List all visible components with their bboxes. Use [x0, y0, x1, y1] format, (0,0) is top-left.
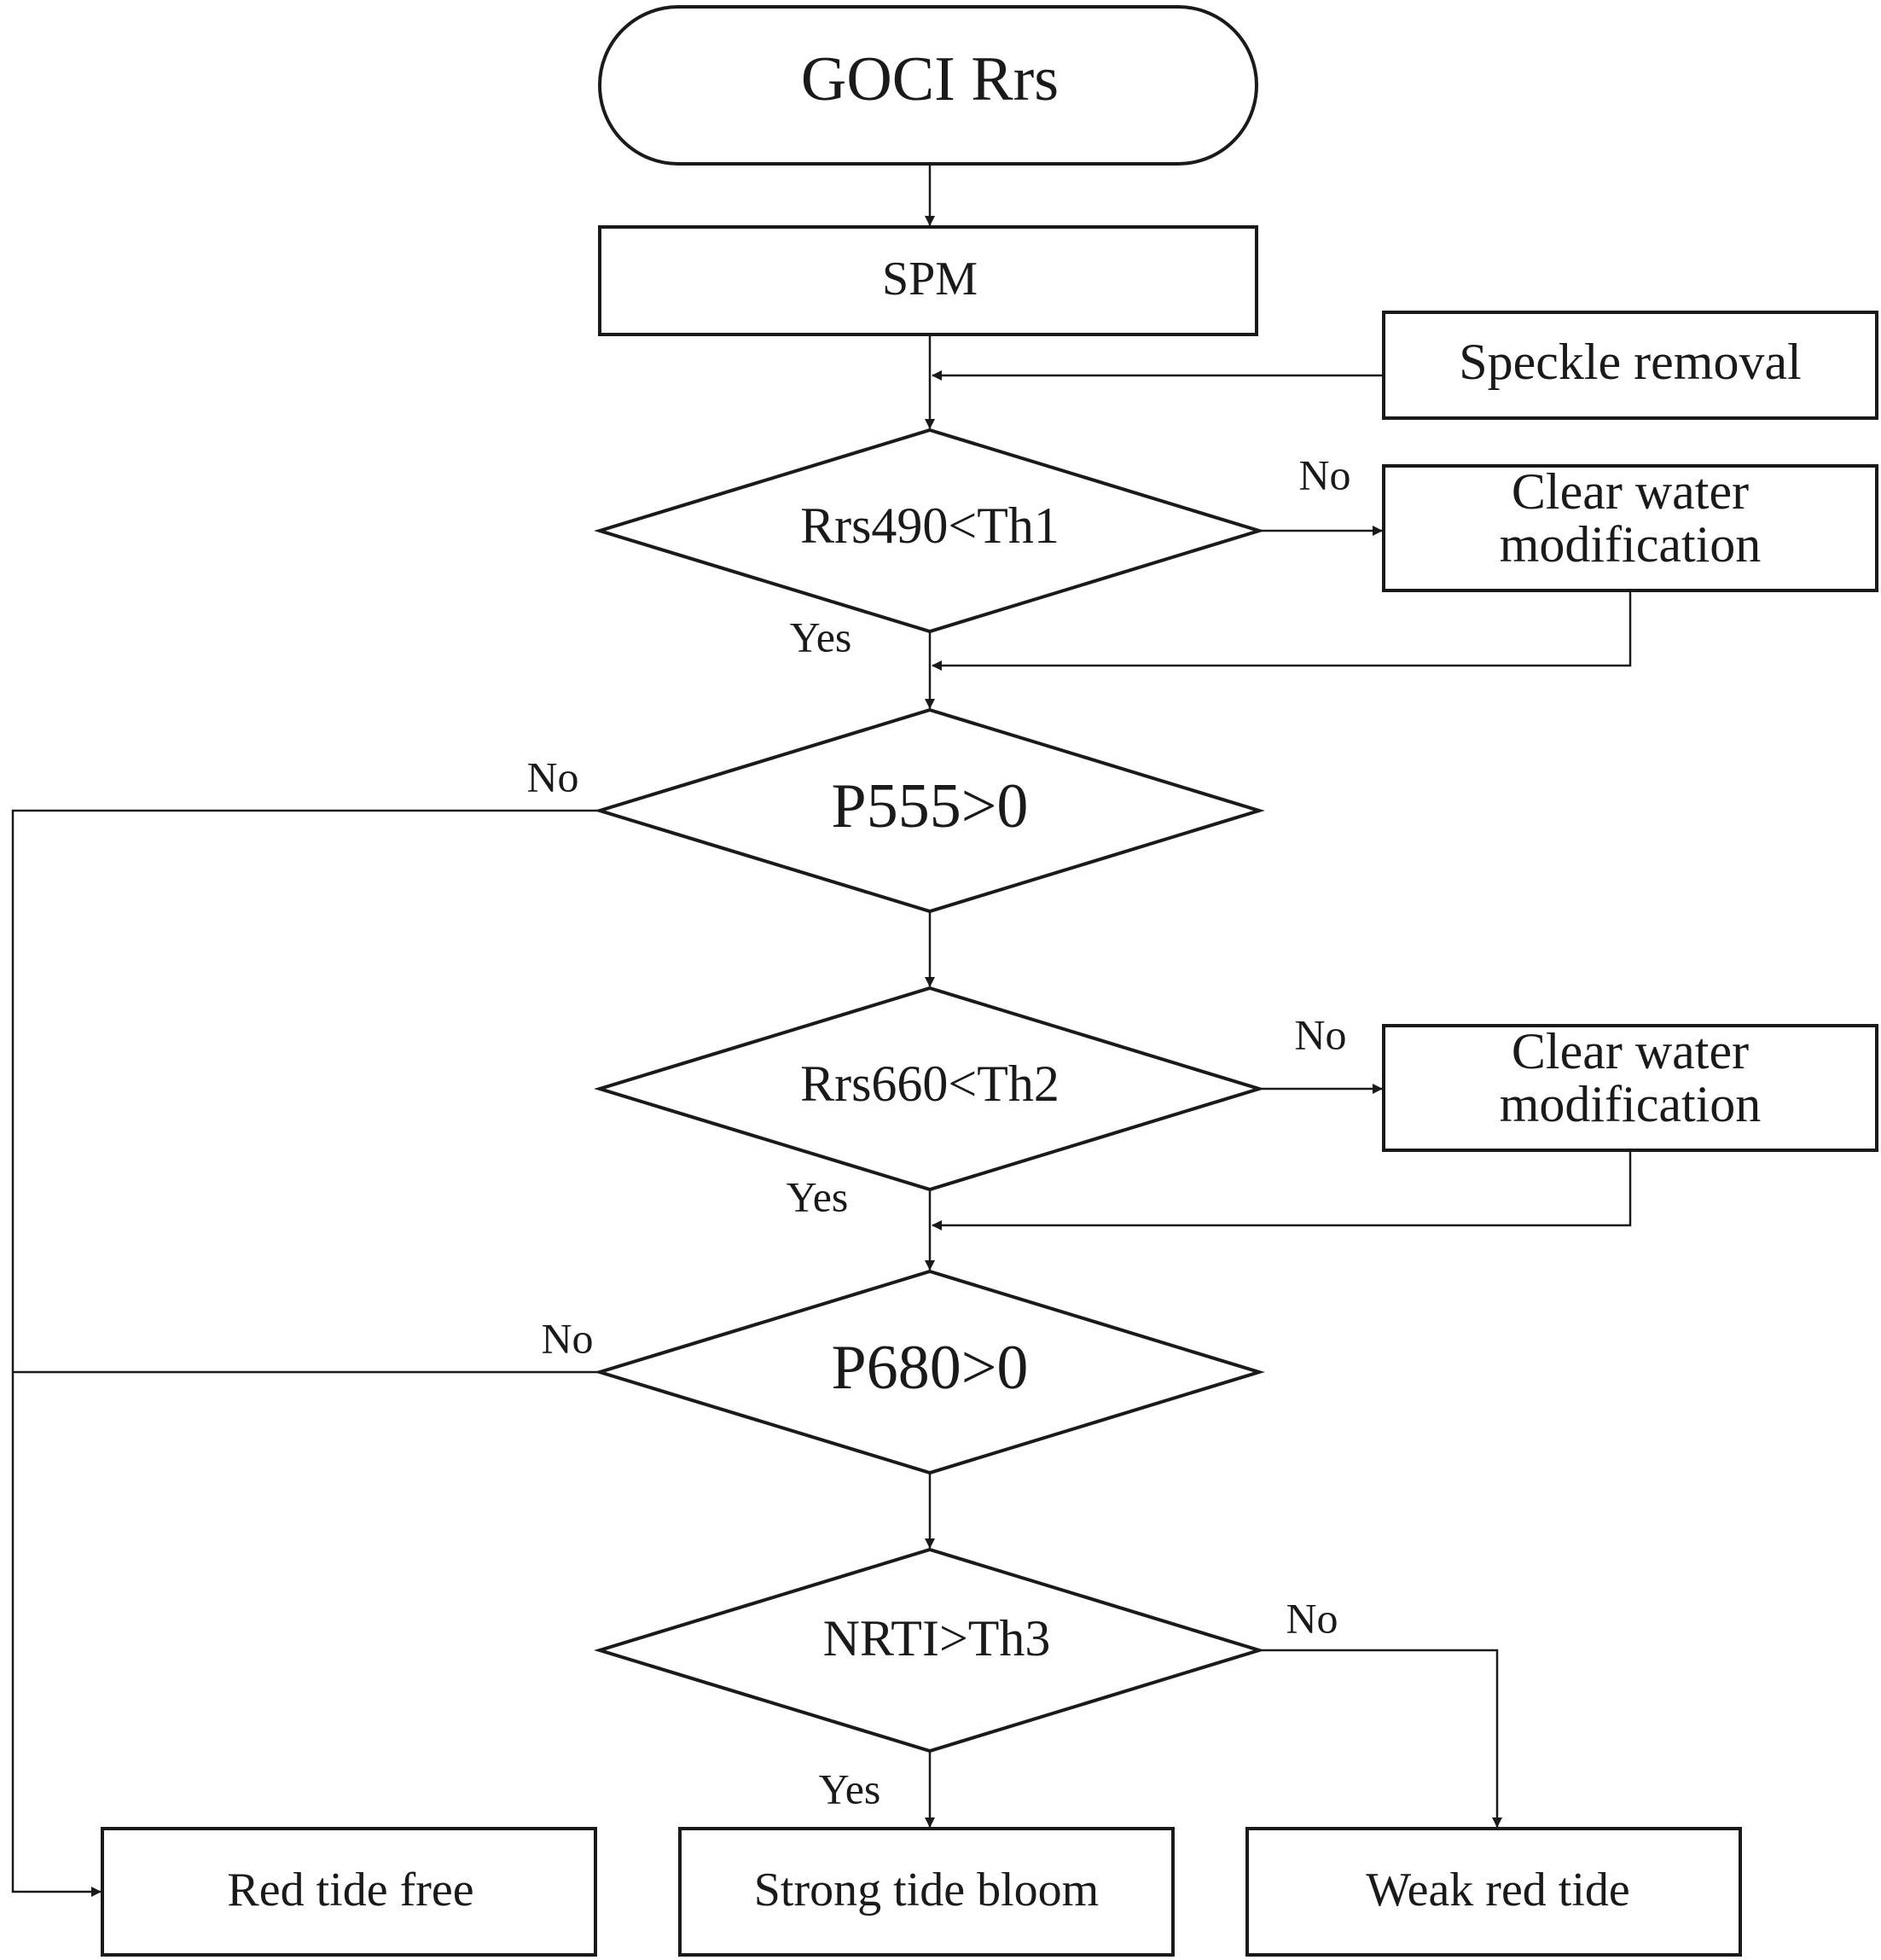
weak-red-tide-label: Weak red tide — [1366, 1864, 1630, 1916]
d3-label: Rrs660<Th2 — [800, 1056, 1060, 1112]
d1-label: Rrs490<Th1 — [800, 497, 1060, 554]
d1-no-label: No — [1298, 451, 1350, 498]
start-terminal — [598, 5, 1258, 166]
clear-water-box-1 — [1382, 464, 1878, 592]
speckle-removal-label: Speckle removal — [1459, 334, 1802, 390]
spm-box — [598, 225, 1258, 336]
clear-water-2-line1: Clear water — [1512, 1023, 1749, 1079]
d4-label: P680>0 — [832, 1333, 1029, 1403]
red-tide-free-label: Red tide free — [227, 1864, 473, 1916]
d5-label: NRTI>Th3 — [823, 1610, 1051, 1666]
d1-yes-label: Yes — [790, 613, 852, 660]
weak-red-tide-box — [1245, 1827, 1742, 1957]
clear-water-1-line2: modification — [1500, 516, 1762, 573]
clear-water-2-line2: modification — [1500, 1076, 1762, 1132]
arrow-d5-no — [1259, 1649, 1502, 1828]
d4-no-label: No — [541, 1314, 593, 1362]
strong-tide-bloom-box — [678, 1827, 1175, 1957]
arrow-clear2-return — [932, 1150, 1632, 1230]
d2-label: P555>0 — [832, 771, 1029, 841]
d5-no-label: No — [1286, 1594, 1338, 1642]
red-tide-free-box — [101, 1827, 597, 1957]
arrow-clear1-return — [932, 590, 1632, 671]
spm-label: SPM — [882, 253, 978, 305]
d5-yes-label: Yes — [819, 1765, 881, 1812]
start-label: GOCI Rrs — [801, 44, 1059, 114]
d3-no-label: No — [1294, 1010, 1346, 1058]
strong-tide-bloom-label: Strong tide bloom — [754, 1864, 1099, 1916]
arrow-d2-no — [11, 809, 600, 1897]
clear-water-1-line1: Clear water — [1512, 463, 1749, 520]
d3-yes-label: Yes — [787, 1172, 849, 1220]
d2-no-label: No — [526, 753, 578, 800]
speckle-removal-box — [1382, 311, 1878, 420]
